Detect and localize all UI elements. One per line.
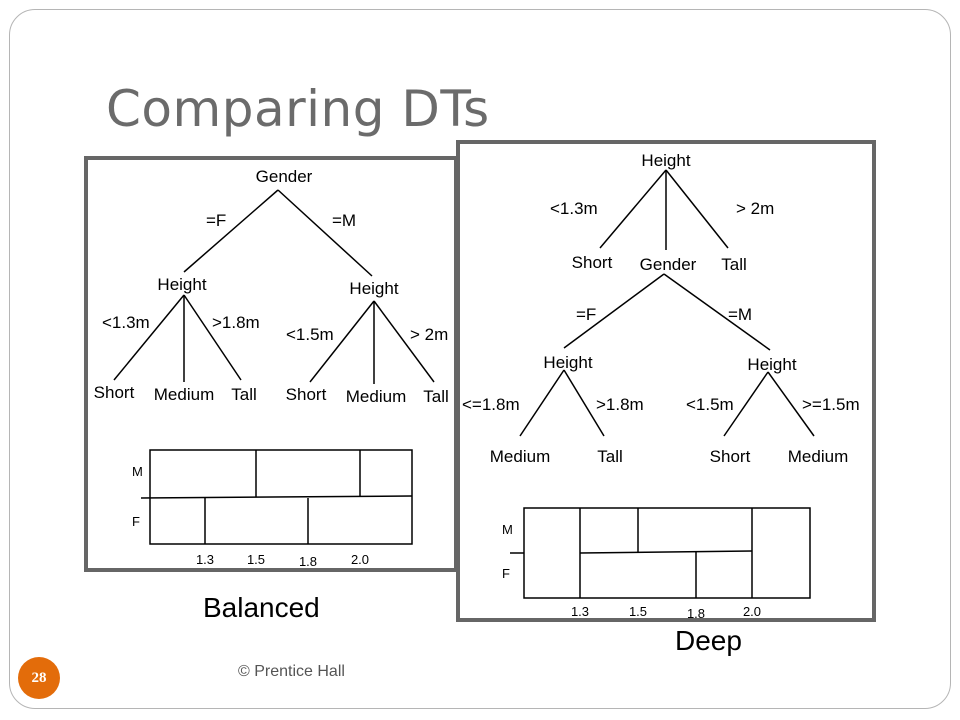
- balanced-gender-divider: [140, 495, 413, 499]
- deep-left-node-label: Height: [543, 353, 592, 372]
- deep-edge-m-label: =M: [728, 305, 752, 324]
- deep-right-node-label: Height: [747, 355, 796, 374]
- deep-row-label-f: F: [502, 566, 510, 581]
- edge-right-medium: [767, 371, 815, 437]
- balanced-left-leaf-short: Short: [94, 383, 135, 402]
- balanced-edge-m-label: =M: [332, 211, 356, 230]
- edge-left-short: [113, 294, 185, 381]
- slide-title: Comparing DTs: [106, 80, 490, 138]
- edge-root-left: [183, 189, 279, 273]
- deep-tree-diagram: Height <1.3m > 2m Short Gender Tall =F =…: [462, 151, 860, 621]
- deep-caption: Deep: [675, 625, 742, 656]
- deep-tree-panel: Height <1.3m > 2m Short Gender Tall =F =…: [456, 140, 876, 622]
- deep-level1-short: Short: [572, 253, 613, 272]
- deep-left-edge-low: <=1.8m: [462, 395, 520, 414]
- deep-tick-label: 1.8: [687, 606, 705, 621]
- balanced-left-node-label: Height: [157, 275, 206, 294]
- edge-right-tall: [373, 300, 435, 383]
- balanced-right-node-label: Height: [349, 279, 398, 298]
- balanced-left-leaf-medium: Medium: [154, 385, 214, 404]
- deep-right-edge-high: >=1.5m: [802, 395, 860, 414]
- edge-right-short: [723, 371, 769, 437]
- edge-left-tall: [183, 294, 242, 381]
- balanced-left-edge-low: <1.3m: [102, 313, 150, 332]
- balanced-edge-f-label: =F: [206, 211, 226, 230]
- deep-left-edge-high: >1.8m: [596, 395, 644, 414]
- deep-tick-label: 2.0: [743, 604, 761, 619]
- deep-tick-label: 1.3: [571, 604, 589, 619]
- balanced-right-leaf-short: Short: [286, 385, 327, 404]
- balanced-partition-box: [149, 449, 413, 545]
- deep-right-edge-low: <1.5m: [686, 395, 734, 414]
- balanced-tick-label: 1.8: [299, 554, 317, 569]
- edge-left-medium: [519, 369, 565, 437]
- deep-right-leaf-medium: Medium: [788, 447, 848, 466]
- deep-gender-divider: [579, 550, 753, 554]
- deep-left-leaf-tall: Tall: [597, 447, 623, 466]
- deep-root-label: Height: [641, 151, 690, 170]
- edge-gender-right: [663, 273, 771, 351]
- page-number-badge: 28: [18, 657, 60, 699]
- balanced-right-edge-high: > 2m: [410, 325, 448, 344]
- footer-copyright: © Prentice Hall: [238, 663, 345, 680]
- balanced-tree-diagram: Gender =F =M Height Height <1.3m >1.8m <…: [94, 167, 449, 569]
- balanced-left-leaf-tall: Tall: [231, 385, 257, 404]
- balanced-tick-label: 1.5: [247, 552, 265, 567]
- edge-right-short: [309, 300, 375, 383]
- deep-level1-tall: Tall: [721, 255, 747, 274]
- balanced-right-leaf-tall: Tall: [423, 387, 449, 406]
- edge-gender-left: [563, 273, 665, 349]
- deep-left-leaf-medium: Medium: [490, 447, 550, 466]
- balanced-row-label-m: M: [132, 464, 143, 479]
- deep-partition-box: [523, 507, 811, 599]
- balanced-left-edge-high: >1.8m: [212, 313, 260, 332]
- edge-left-tall: [563, 369, 605, 437]
- balanced-tick-label: 2.0: [351, 552, 369, 567]
- edge-root-short: [599, 169, 667, 249]
- deep-tick-label: 1.5: [629, 604, 647, 619]
- edge-root-right: [277, 189, 373, 277]
- deep-edge-low-label: <1.3m: [550, 199, 598, 218]
- balanced-caption: Balanced: [203, 592, 320, 623]
- deep-row-label-m: M: [502, 522, 513, 537]
- balanced-row-label-f: F: [132, 514, 140, 529]
- deep-edge-high-label: > 2m: [736, 199, 774, 218]
- balanced-right-leaf-medium: Medium: [346, 387, 406, 406]
- balanced-tree-panel: Gender =F =M Height Height <1.3m >1.8m <…: [84, 156, 458, 572]
- deep-right-leaf-short: Short: [710, 447, 751, 466]
- edge-root-tall: [665, 169, 729, 249]
- deep-level1-gender: Gender: [640, 255, 697, 274]
- balanced-right-edge-low: <1.5m: [286, 325, 334, 344]
- balanced-root-label: Gender: [256, 167, 313, 186]
- balanced-tick-label: 1.3: [196, 552, 214, 567]
- deep-edge-f-label: =F: [576, 305, 596, 324]
